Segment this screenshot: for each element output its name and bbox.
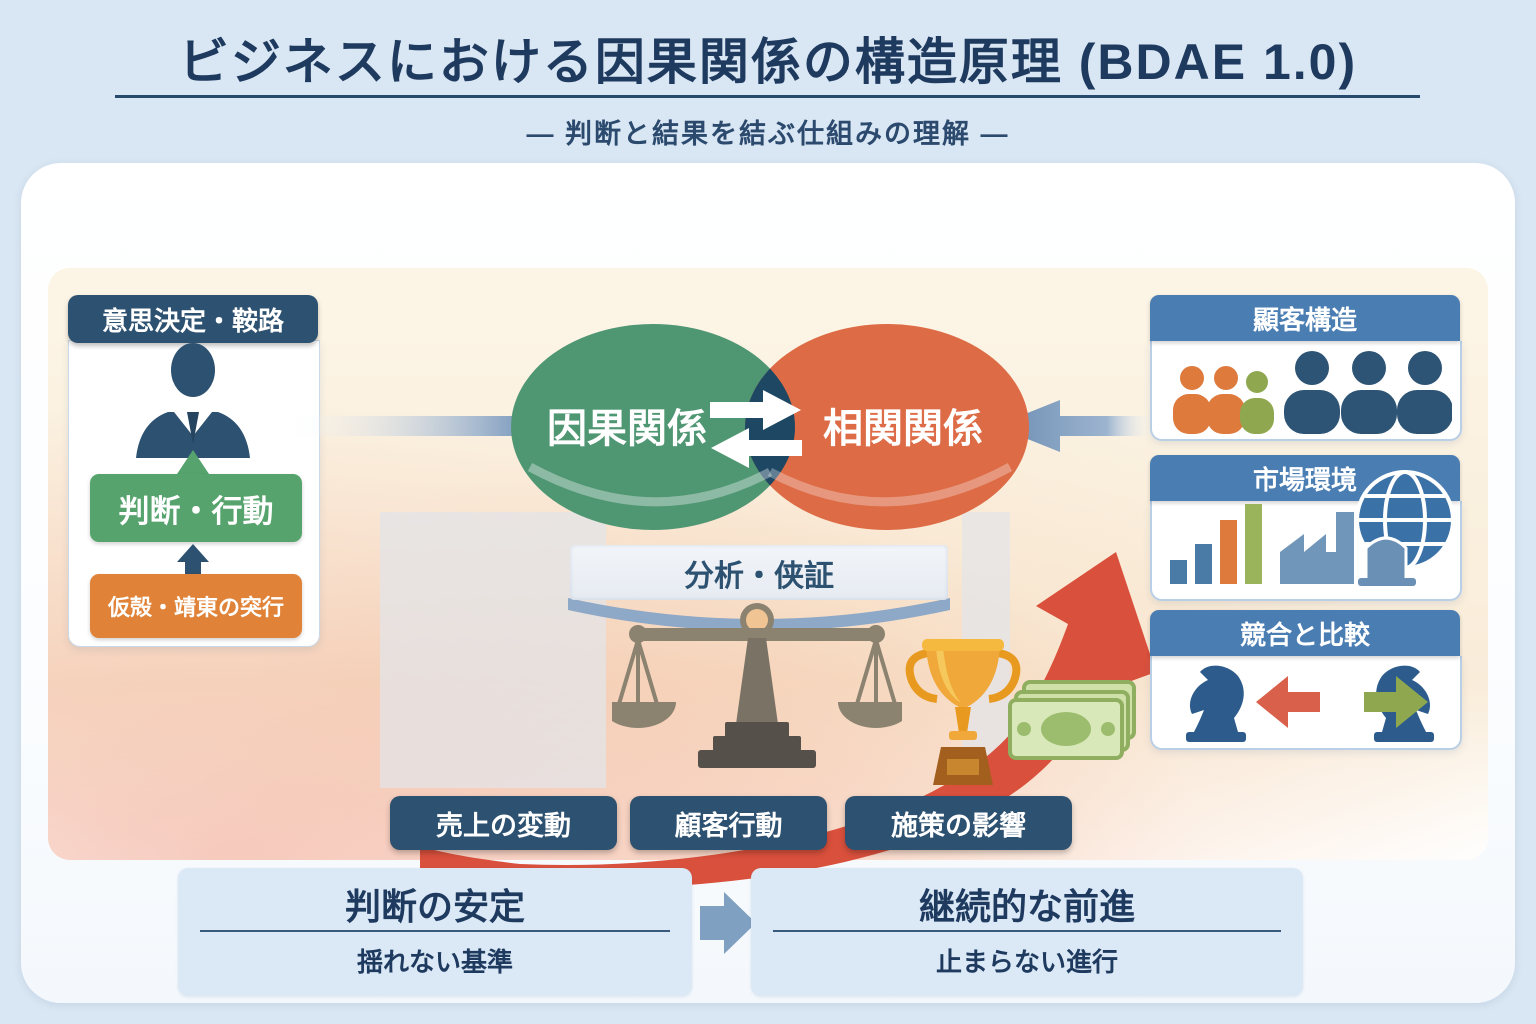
money-icon	[1008, 680, 1136, 760]
up-arrow-green-icon	[177, 450, 209, 474]
arrow-left-icon	[995, 400, 1155, 452]
bar-chart-factory-globe-icon	[1170, 470, 1455, 586]
correlation-label: 相関関係	[823, 407, 983, 451]
banner-ribbon-shadow	[568, 598, 950, 631]
hypothesis-execution-box: 仮殻・靖東の突行	[90, 574, 302, 638]
up-arrow-navy-shaft	[185, 560, 201, 576]
page-subtitle: ― 判断と結果を結ぶ仕組みの理解 ―	[526, 119, 1010, 149]
compare-arrow-right	[1364, 676, 1428, 728]
analysis-banner: 分析・侠証	[570, 545, 948, 600]
outcome-box-stability: 判断の安定 揺れない基準	[178, 868, 692, 996]
causal-label: 因果関係	[547, 407, 707, 451]
judgment-action-box: 判断・行動	[90, 474, 302, 542]
tag-customer-behavior: 顧客行動	[630, 796, 827, 850]
exchange-arrow-right	[710, 390, 801, 430]
outcome-divider	[773, 930, 1281, 932]
outcome-title-progress: 継続的な前進	[918, 886, 1135, 927]
title-underline	[115, 95, 1420, 98]
knight-left-icon	[1186, 665, 1246, 742]
balance-scale-icon	[612, 603, 902, 768]
customer-structure-header: 顯客構造	[1150, 295, 1460, 341]
correlation-ellipse	[745, 324, 1029, 530]
compare-arrow-left	[1256, 676, 1320, 728]
competition-comparison-header: 競合と比較	[1150, 610, 1460, 656]
exchange-arrow-left	[711, 428, 802, 468]
trophy-icon	[905, 639, 1021, 785]
outcome-box-progress: 継続的な前進 止まらない進行	[751, 868, 1303, 996]
outcome-arrow-shaft	[700, 906, 724, 940]
backdrop-band-left	[380, 512, 606, 788]
outcome-title-stability: 判断の安定	[344, 886, 525, 927]
outcome-arrow-icon	[724, 892, 756, 954]
tag-sales-fluctuation: 売上の変動	[390, 796, 617, 850]
page-title: ビジネスにおける因果関係の構造原理 (BDAE 1.0)	[178, 34, 1358, 90]
decision-card-header: 意思決定・鞍路	[68, 295, 318, 343]
outcome-subtitle-progress: 止まらない進行	[935, 947, 1118, 977]
causal-ellipse	[511, 324, 795, 530]
chess-knights-arrows-icon	[1186, 665, 1434, 742]
venn-diagram: 因果関係 相関関係	[511, 324, 1029, 530]
tag-measure-impact: 施策の影響	[845, 796, 1072, 850]
businessman-icon	[136, 343, 250, 458]
outcome-subtitle-stability: 揺れない基準	[356, 947, 513, 977]
up-arrow-navy-icon	[177, 544, 209, 562]
people-group-icon	[1173, 351, 1452, 434]
outcome-divider	[200, 930, 670, 932]
